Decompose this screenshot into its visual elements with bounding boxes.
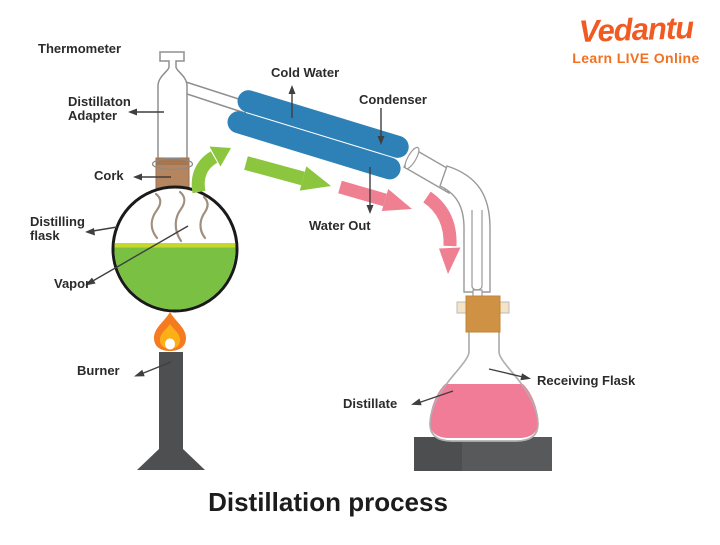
label-adapter-line1: Distillaton [68, 94, 131, 109]
flame-inner [160, 324, 180, 349]
label-condenser: Condenser [359, 92, 427, 107]
label-distillation-adapter: Distillaton Adapter [68, 95, 131, 123]
vedantu-tagline: Learn LIVE Online [572, 50, 700, 66]
label-distilling-line2: flask [30, 228, 60, 243]
receiving-cork-body [465, 295, 501, 333]
receiving-flask-shape [429, 332, 539, 442]
distilling-flask-shape [111, 185, 239, 313]
vapor-arrow-curved-head [209, 146, 231, 167]
cold-water-leader-head [288, 85, 296, 94]
distilling-flask-leader [92, 226, 118, 232]
vapor-leader-head [85, 277, 96, 286]
vedantu-logo: Vedantu Learn LIVE Online [558, 10, 714, 66]
receiving-cork-ear-right [499, 301, 510, 314]
burner-base [137, 449, 205, 470]
thermometer-glass [157, 51, 188, 161]
diagram-title: Distillation process [208, 487, 448, 517]
leader-lines [85, 85, 531, 406]
vapor-squiggles [150, 190, 209, 243]
joint-flange-left [404, 146, 420, 170]
thermometer-adapter-glass [157, 51, 249, 161]
distilling-flask-leader-head [85, 228, 95, 236]
vapor-squiggle [174, 190, 186, 243]
condenser-shape [227, 90, 409, 180]
flame-core [165, 338, 175, 350]
flame-icon [154, 312, 186, 351]
vapor-squiggle [199, 195, 209, 240]
vapor-leader [90, 225, 189, 283]
vapor-arrow-straight-head [299, 166, 331, 191]
vapor-arrow-straight [244, 156, 305, 186]
distillate-leader [417, 390, 454, 404]
stand-block-shade [414, 437, 462, 471]
label-distillate: Distillate [343, 396, 398, 411]
receiving-flask-leader [488, 368, 524, 378]
label-thermometer: Thermometer [38, 41, 122, 56]
receiving-flask-leader-head [520, 373, 531, 381]
label-cork: Cork [94, 168, 124, 183]
water-out-leader-head [366, 205, 374, 214]
receiving-cork [456, 295, 510, 333]
label-distilling-line1: Distilling [30, 214, 85, 229]
label-receiving-flask: Receiving Flask [537, 373, 636, 388]
label-vapor: Vapor [54, 276, 91, 291]
label-distilling-flask: Distilling flask [30, 215, 85, 243]
flask-liquid-surface [114, 243, 236, 248]
distillate-flow-arrows [338, 180, 461, 274]
distillate-arrow-curved-head [439, 247, 461, 274]
burner-leader [140, 361, 172, 375]
condenser-upper-tube [237, 90, 409, 158]
receiving-flask-outline [429, 332, 539, 442]
burner-leader-head [134, 369, 145, 377]
distillate-leader-head [411, 398, 422, 406]
cork-top-band [156, 158, 189, 165]
vapor-arrow-curved [191, 151, 218, 194]
burner-shape [137, 352, 205, 470]
elbow-tube-inner [471, 210, 483, 291]
delivery-tube-glass [403, 146, 491, 299]
distillate-arrow-straight-head [381, 189, 412, 211]
distillate-arrow-straight [338, 180, 387, 207]
vapor-flow-arrows [191, 146, 331, 194]
receiving-cork-ear-left [456, 301, 467, 314]
label-adapter-line2: Adapter [68, 108, 118, 123]
cork-leader-head [133, 173, 142, 181]
cork-ring [151, 157, 194, 171]
stand-shape [414, 437, 552, 471]
condenser-lower-tube [227, 111, 401, 180]
distillate-arrow-curved [423, 191, 457, 247]
label-cold-water: Cold Water [271, 65, 340, 80]
label-burner: Burner [77, 363, 120, 378]
vedantu-wordmark: Vedantu [578, 10, 694, 49]
vapor-squiggle [150, 192, 162, 240]
burner-stem [159, 352, 183, 449]
flask-liquid [114, 243, 236, 310]
adapter-leader-head [128, 108, 137, 116]
receiving-flask-liquid [429, 384, 539, 438]
condenser-leader-head [377, 136, 385, 145]
label-water-out: Water Out [309, 218, 371, 233]
